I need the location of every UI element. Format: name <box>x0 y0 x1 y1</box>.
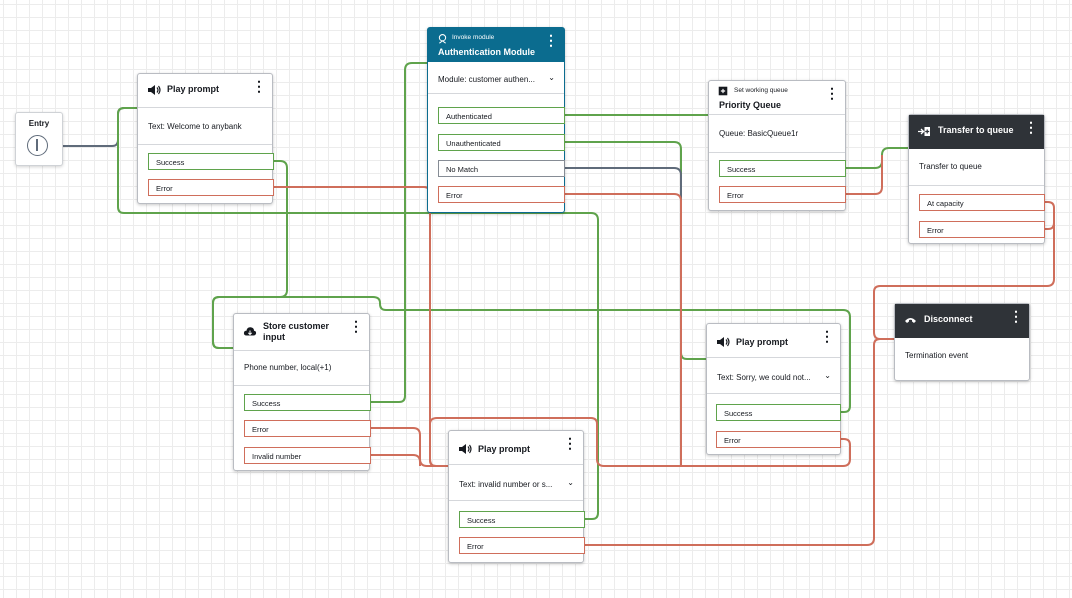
more-vertical-icon[interactable]: ⋮ <box>563 435 577 451</box>
cloud-input-icon <box>243 327 257 336</box>
transfer-to-queue-block[interactable]: Transfer to queue ⋮ Transfer to queue At… <box>908 114 1045 244</box>
branch-unauthenticated[interactable]: Unauthenticated <box>438 134 565 151</box>
input-type-text: Phone number, local(+1) <box>244 363 332 372</box>
block-header: Store customer input ⋮ <box>234 314 369 351</box>
disconnect-block[interactable]: Disconnect ⋮ Termination event <box>894 303 1030 381</box>
play-prompt-welcome-block[interactable]: Play prompt ⋮ Text: Welcome to anybank S… <box>137 73 274 204</box>
queue-name: Queue: BasicQueue1r <box>719 129 799 138</box>
branch-at-capacity[interactable]: At capacity <box>919 194 1045 211</box>
play-prompt-sorry-block[interactable]: Play prompt ⋮ Text: Sorry, we could not.… <box>706 323 841 455</box>
block-title-line2: input <box>263 332 285 342</box>
wire-unauthenticated-to-sorry <box>564 141 712 359</box>
entry-label: Entry <box>28 119 50 128</box>
branch-error[interactable]: Error <box>459 537 585 554</box>
block-header: Transfer to queue ⋮ <box>909 115 1044 149</box>
block-title: Play prompt <box>167 84 220 94</box>
phone-hangup-icon <box>905 318 916 323</box>
block-subtitle: Invoke module <box>452 34 495 41</box>
more-vertical-icon[interactable]: ⋮ <box>825 85 839 101</box>
entry-start-icon <box>27 135 48 156</box>
wire-queue-success-to-transfer <box>845 148 916 169</box>
block-title: Play prompt <box>736 337 789 347</box>
branch-success[interactable]: Success <box>244 394 371 411</box>
branch-error[interactable]: Error <box>244 420 371 437</box>
more-vertical-icon[interactable]: ⋮ <box>820 328 834 344</box>
block-subtitle: Set working queue <box>734 87 788 94</box>
branch-success[interactable]: Success <box>716 404 841 421</box>
queue-icon <box>718 86 728 96</box>
chevron-down-icon[interactable]: ⌄ <box>567 478 574 487</box>
speaker-icon <box>148 85 161 95</box>
speaker-icon <box>717 337 730 347</box>
wire-auth-error <box>564 193 682 466</box>
block-title: Authentication Module <box>438 47 535 57</box>
block-title-line1: Store customer <box>263 321 330 331</box>
block-title: Play prompt <box>478 444 531 454</box>
prompt-text: Text: Welcome to anybank <box>148 122 242 131</box>
divider <box>709 152 845 153</box>
block-header: Play prompt ⋮ <box>449 431 583 465</box>
disconnect-text: Termination event <box>905 351 969 360</box>
branch-error[interactable]: Error <box>716 431 841 448</box>
divider <box>234 385 369 386</box>
block-header: Play prompt ⋮ <box>707 324 840 358</box>
block-title: Priority Queue <box>719 100 782 110</box>
transfer-icon <box>918 127 930 136</box>
branch-invalid-number[interactable]: Invalid number <box>244 447 371 464</box>
block-title: Transfer to queue <box>938 125 1014 135</box>
branch-error[interactable]: Error <box>438 186 565 203</box>
branch-success[interactable]: Success <box>719 160 846 177</box>
branch-error[interactable]: Error <box>919 221 1045 238</box>
module-icon <box>438 34 447 44</box>
branch-error[interactable]: Error <box>148 179 274 196</box>
wire-store-error <box>370 427 454 466</box>
wire-store-success-to-auth <box>370 63 435 403</box>
wire-transfer-error <box>1044 210 1055 230</box>
prompt-text: Text: Sorry, we could not... <box>717 373 811 382</box>
divider <box>449 500 583 501</box>
store-customer-input-block[interactable]: Store customer input ⋮ Phone number, loc… <box>233 313 371 471</box>
chevron-down-icon[interactable]: ⌄ <box>824 371 831 380</box>
wire-store-invalid <box>370 454 421 466</box>
priority-queue-block[interactable]: Set working queue Priority Queue ⋮ Queue… <box>708 80 846 211</box>
block-header: Set working queue Priority Queue ⋮ <box>709 81 845 115</box>
branch-success[interactable]: Success <box>148 153 274 170</box>
more-vertical-icon[interactable]: ⋮ <box>349 318 363 334</box>
play-prompt-invalid-block[interactable]: Play prompt ⋮ Text: invalid number or s.… <box>448 430 585 563</box>
divider <box>707 393 840 394</box>
block-title: Disconnect <box>924 314 973 324</box>
more-vertical-icon[interactable]: ⋮ <box>252 78 266 94</box>
prompt-text: Text: invalid number or s... <box>459 480 553 489</box>
authentication-module-block[interactable]: Invoke module Authentication Module ⋮ Mo… <box>427 27 565 213</box>
more-vertical-icon[interactable]: ⋮ <box>1009 308 1023 324</box>
branch-error[interactable]: Error <box>719 186 846 203</box>
transfer-text: Transfer to queue <box>919 162 982 171</box>
divider <box>909 185 1044 186</box>
block-header: Disconnect ⋮ <box>895 304 1029 338</box>
more-vertical-icon[interactable]: ⋮ <box>1024 119 1038 135</box>
more-vertical-icon[interactable]: ⋮ <box>544 32 558 48</box>
block-header: Play prompt ⋮ <box>138 74 272 108</box>
branch-success[interactable]: Success <box>459 511 585 528</box>
wire-nomatch <box>564 167 682 200</box>
speaker-icon <box>459 444 472 454</box>
divider <box>428 93 564 94</box>
chevron-down-icon[interactable]: ⌄ <box>548 73 555 82</box>
branch-no-match[interactable]: No Match <box>438 160 565 177</box>
entry-block[interactable]: Entry <box>15 112 63 166</box>
wire-queue-error <box>845 155 883 195</box>
block-header: Invoke module Authentication Module ⋮ <box>428 28 564 62</box>
divider <box>138 144 272 145</box>
branch-authenticated[interactable]: Authenticated <box>438 107 565 124</box>
module-name: Module: customer authen... <box>438 75 535 84</box>
